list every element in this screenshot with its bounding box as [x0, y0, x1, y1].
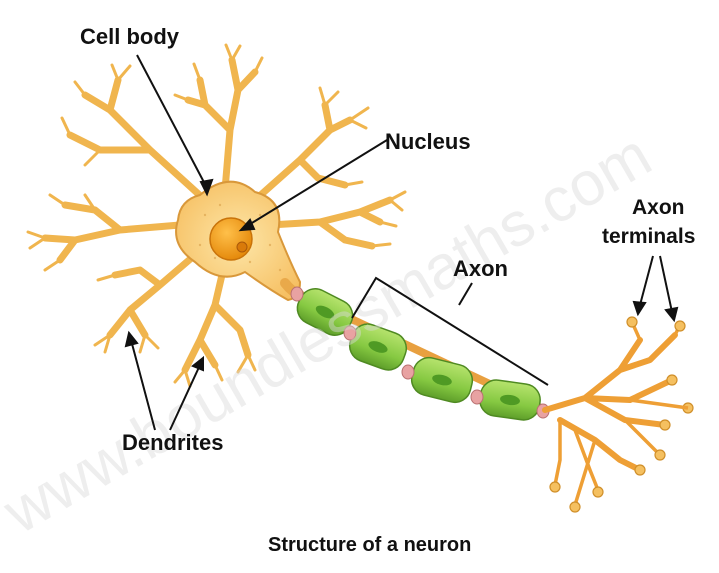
- synaptic-knobs: [549, 316, 694, 513]
- synaptic-knob: [592, 486, 604, 498]
- schwann-nucleus: [500, 394, 520, 406]
- label-cell-body: Cell body: [80, 24, 180, 49]
- nodes-of-ranvier: [290, 286, 550, 419]
- dendrites: [26, 43, 407, 388]
- node-of-ranvier: [343, 325, 357, 341]
- caption: Structure of a neuron: [268, 534, 471, 556]
- label-nucleus: Nucleus: [385, 129, 471, 154]
- label-axon: Axon: [453, 256, 508, 281]
- schwann-nucleus: [315, 305, 335, 319]
- node-of-ranvier: [290, 286, 304, 302]
- node-of-ranvier: [470, 389, 484, 405]
- synaptic-knob: [634, 464, 646, 476]
- myelin-sheaths: [296, 288, 541, 421]
- nucleolus: [236, 241, 248, 253]
- axon-terminals: [542, 320, 682, 507]
- label-dendrites: Dendrites: [122, 430, 223, 455]
- synaptic-knob: [626, 316, 638, 328]
- schwann-nucleus: [368, 341, 388, 353]
- synaptic-knob: [659, 419, 671, 431]
- cell-body-texture: [198, 203, 282, 272]
- synaptic-knob: [666, 374, 678, 386]
- synaptic-knob: [674, 320, 686, 332]
- schwann-nucleus: [432, 374, 452, 386]
- synaptic-knob: [569, 501, 581, 513]
- synaptic-knob: [654, 449, 666, 461]
- node-of-ranvier: [401, 364, 415, 380]
- synaptic-knob: [549, 481, 561, 493]
- leader-lines: [124, 54, 679, 431]
- label-axon-terminals-line2: terminals: [602, 225, 695, 248]
- label-axon-terminals-line1: Axon: [632, 196, 685, 219]
